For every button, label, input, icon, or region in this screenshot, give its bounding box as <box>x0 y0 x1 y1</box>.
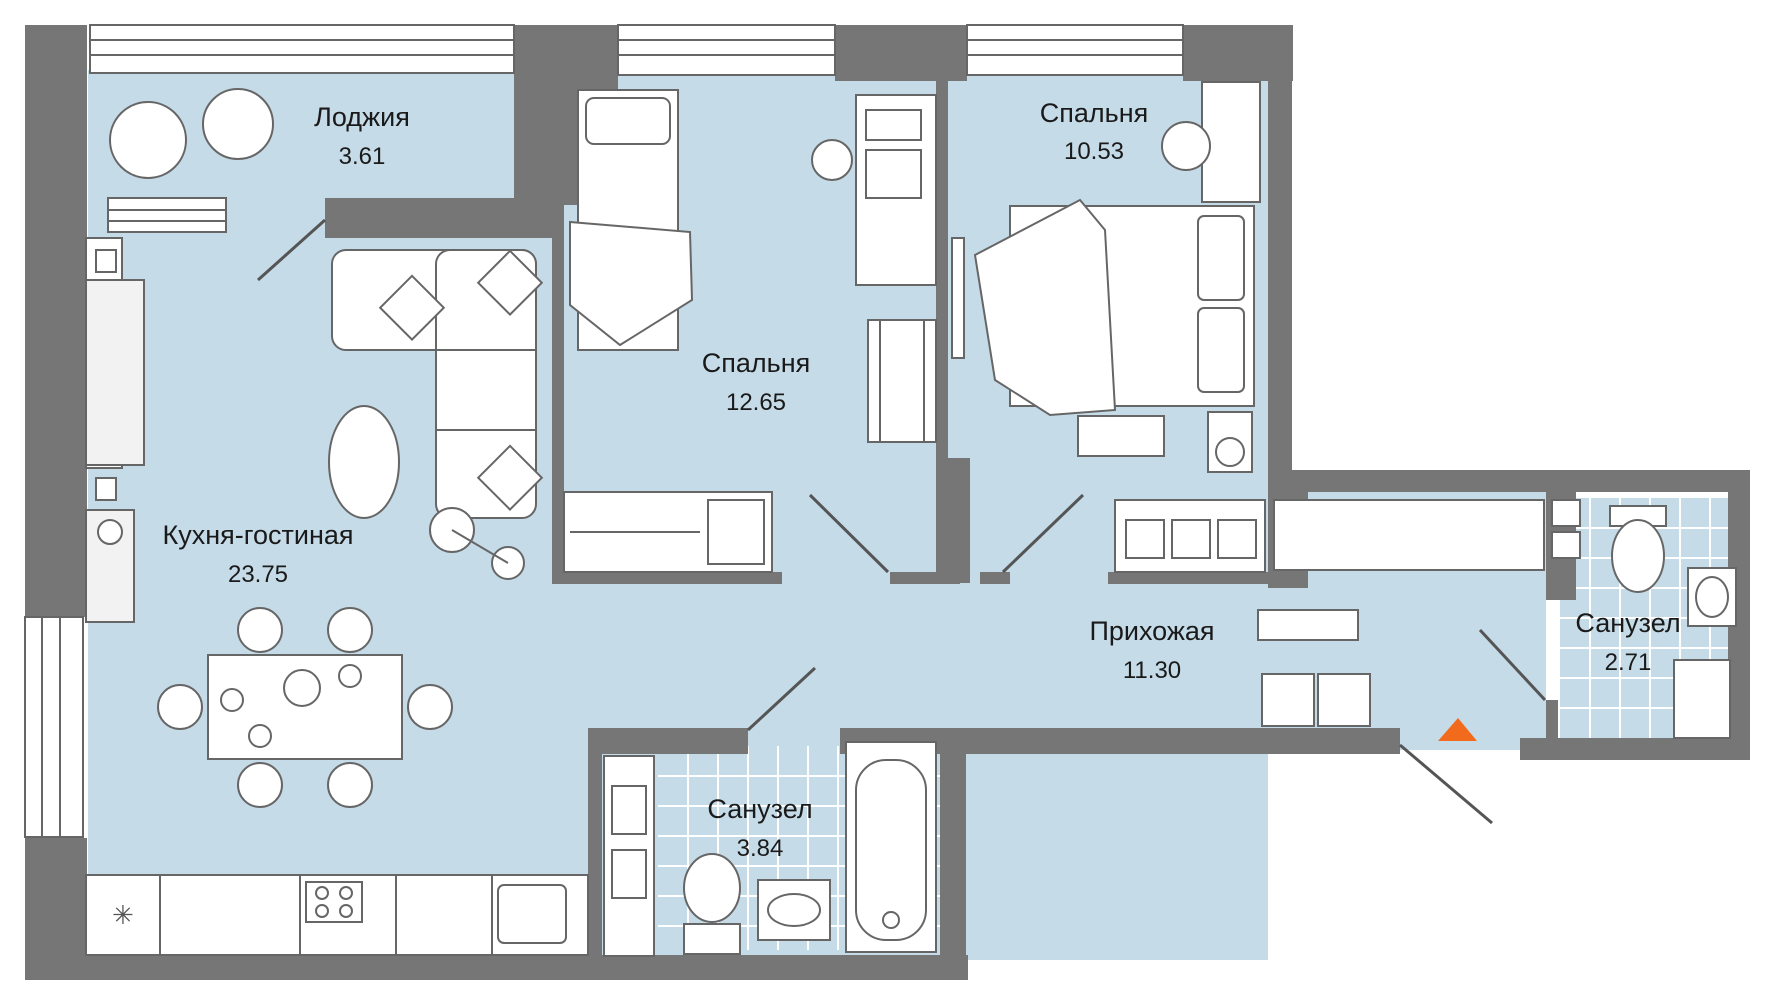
door-swings <box>256 218 1547 825</box>
snowflake-icon: ✳ <box>112 901 134 931</box>
bedroom-large-name: Спальня <box>1040 98 1149 128</box>
cooktop-side <box>85 509 135 623</box>
room-labels: Лоджия 3.61 Спальня 12.65 Спальня 10.53 … <box>162 98 1680 862</box>
bathroom-right-name: Санузел <box>1575 608 1680 638</box>
kitchen-living-area: 23.75 <box>228 561 288 588</box>
bedroom-large-furniture <box>951 81 1266 573</box>
loggia-area: 3.61 <box>339 143 386 170</box>
bathroom-bottom-name: Санузел <box>707 794 812 824</box>
bathroom-right-fixtures <box>1609 505 1737 739</box>
kitchen-living-name: Кухня-гостиная <box>162 520 353 550</box>
bedroom-small-name: Спальня <box>702 348 811 378</box>
kitchen-counter: ✳ <box>85 874 589 956</box>
windows <box>24 24 1184 838</box>
sofa <box>328 249 544 580</box>
loggia-furniture <box>109 88 274 179</box>
hallway-name: Прихожая <box>1089 616 1214 646</box>
bedroom-small-area: 12.65 <box>726 389 786 416</box>
loggia-name: Лоджия <box>314 102 410 132</box>
tv-unit <box>85 237 145 501</box>
bathroom-bottom-fixtures <box>603 741 937 957</box>
bedroom-large-area: 10.53 <box>1064 138 1124 165</box>
hallway-wardrobe <box>1257 499 1581 727</box>
dining-set <box>157 607 453 808</box>
bathroom-bottom-area: 3.84 <box>737 835 784 862</box>
hallway-area: 11.30 <box>1123 657 1181 684</box>
bedroom-small-furniture <box>563 89 937 573</box>
entrance-arrow-icon <box>1438 718 1477 741</box>
bathroom-right-area: 2.71 <box>1605 649 1652 676</box>
